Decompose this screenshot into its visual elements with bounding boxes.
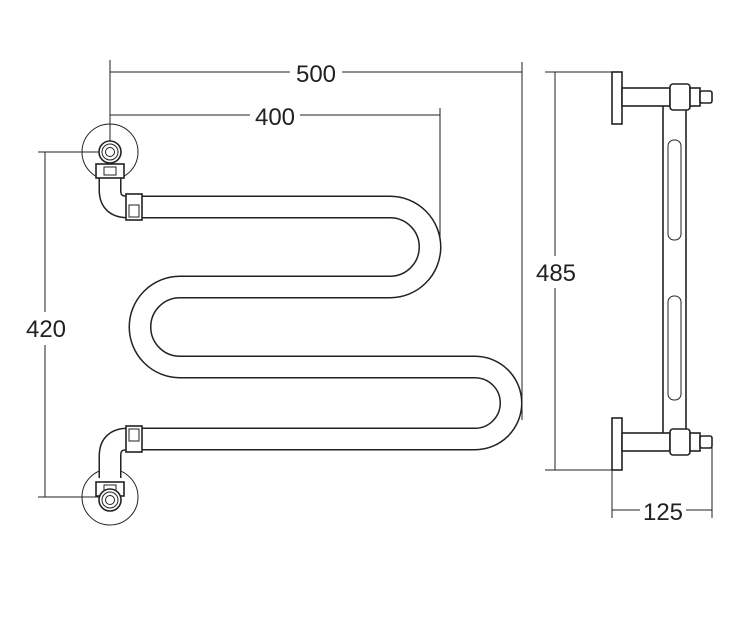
dimension-485: 485 — [536, 71, 612, 471]
end-cap-bottom — [699, 435, 713, 449]
dimension-125-label: 125 — [643, 499, 683, 526]
valve-bottom-core — [105, 495, 115, 505]
dimension-400-label: 400 — [255, 104, 295, 131]
arm-bottom — [621, 432, 671, 452]
coupling-bottom — [125, 425, 143, 453]
valve-top-ring — [101, 143, 119, 161]
side-nut-top — [669, 83, 691, 111]
coupling-bottom-window — [128, 428, 140, 442]
dimension-500-label: 500 — [296, 61, 336, 88]
front-view — [81, 123, 523, 526]
arm-top — [621, 87, 671, 107]
bottom-elbow-inner — [100, 429, 129, 478]
dimension-125: 125 — [611, 440, 713, 526]
top-elbow-inner — [100, 172, 129, 217]
side-collar-bottom — [689, 432, 701, 452]
end-cap-top — [699, 90, 713, 104]
nut-top-window — [103, 166, 117, 176]
dimension-485-label: 485 — [536, 260, 576, 287]
dimension-500: 500 — [109, 60, 523, 420]
wall-plate-bottom — [611, 417, 623, 471]
dimension-400: 400 — [110, 104, 441, 240]
coupling-top — [125, 193, 143, 221]
side-pipe — [662, 94, 687, 446]
coupling-top-window — [128, 204, 140, 218]
side-collar-top — [689, 87, 701, 107]
side-pipe-slot-lower — [667, 295, 682, 401]
wall-plate-top — [611, 71, 623, 125]
side-pipe-slot-upper — [667, 139, 682, 241]
serpentine-pipe-inner — [128, 197, 521, 449]
side-view — [611, 71, 713, 471]
dimension-420: 420 — [26, 151, 110, 498]
valve-top-core — [105, 147, 115, 157]
side-nut-bottom — [669, 428, 691, 456]
nut-top — [95, 163, 125, 179]
dimension-420-label: 420 — [26, 316, 66, 343]
valve-bottom-ring — [101, 491, 119, 509]
serpentine-pipe — [128, 195, 523, 451]
